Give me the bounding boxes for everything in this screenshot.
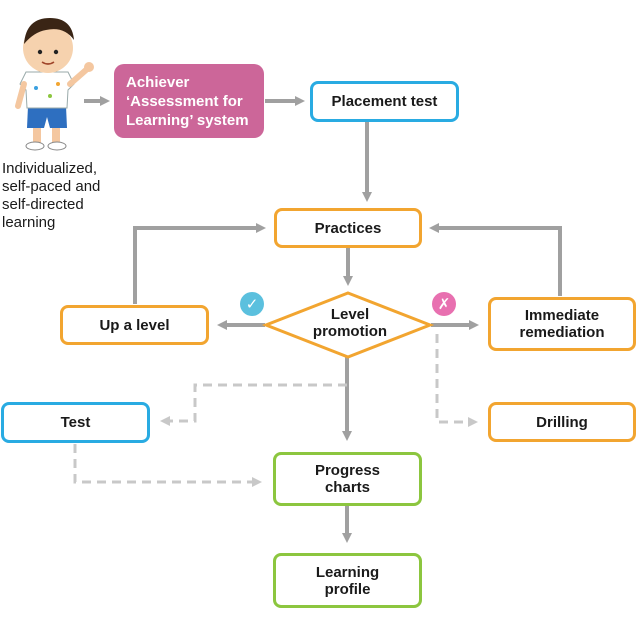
dashed-arrow-to-drilling — [435, 334, 478, 427]
achiever-system-box: Achiever ‘Assessment for Learning’ syste… — [114, 64, 264, 138]
check-icon: ✓ — [245, 296, 259, 313]
placement-test-box: Placement test — [310, 81, 459, 122]
learner-caption: Individualized, self-paced and self-dire… — [2, 160, 101, 231]
arrow-uplevel-to-practices — [133, 223, 266, 304]
dashed-arrow-to-test — [160, 383, 347, 426]
progress-charts-box: Progress charts — [273, 452, 422, 506]
level-promotion-diamond — [261, 291, 435, 359]
immediate-remediation-box: Immediate remediation — [488, 297, 636, 351]
learning-profile-box: Learning profile — [273, 553, 422, 608]
level-promotion-label: Level promotion — [312, 306, 388, 340]
check-badge: ✓ — [240, 292, 264, 316]
dashed-arrow-test-to-progress — [73, 444, 262, 487]
student-illustration — [15, 18, 94, 151]
cross-icon: ✗ — [437, 296, 451, 313]
cross-badge: ✗ — [432, 292, 456, 316]
arrow-remediation-to-practices — [429, 223, 562, 296]
up-a-level-box: Up a level — [60, 305, 209, 345]
test-box: Test — [1, 402, 150, 443]
drilling-box: Drilling — [488, 402, 636, 442]
practices-box: Practices — [274, 208, 422, 248]
